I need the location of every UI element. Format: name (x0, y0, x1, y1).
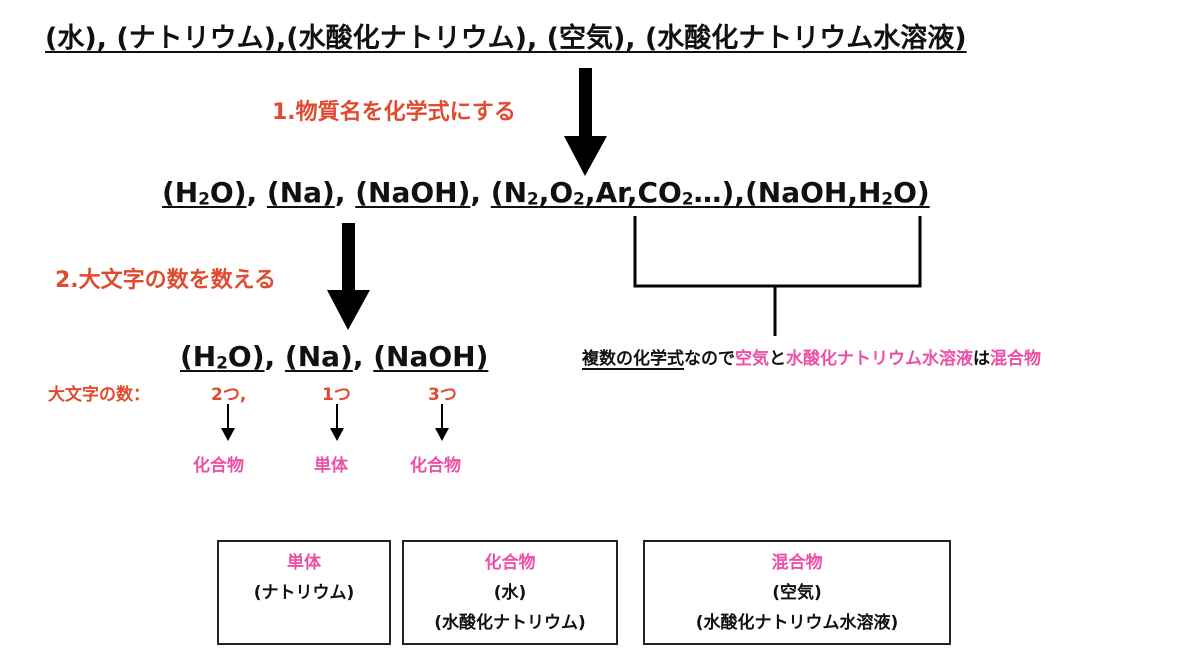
step1-arrow (564, 68, 607, 176)
small-arrow-2 (330, 404, 344, 441)
box-item: (水酸化ナトリウム) (434, 613, 586, 633)
step1-label: 1.物質名を化学式にする (272, 100, 516, 125)
box-title: 単体 (287, 553, 321, 573)
box-item: (ナトリウム) (253, 583, 355, 603)
small-arrow-1 (221, 404, 235, 441)
result-naoh: 化合物 (410, 456, 461, 476)
mixture-bracket (633, 216, 922, 336)
substance-list: (水), (ナトリウム),(水酸化ナトリウム), (空気), (水酸化ナトリウム… (45, 23, 967, 54)
formula-air: (N2,O2,Ar,CO2…), (490, 176, 745, 209)
separator: , (352, 340, 364, 373)
count-naoh: 3つ (428, 385, 457, 405)
separator: , (334, 176, 356, 209)
box-mixture: 混合物 (空気) (水酸化ナトリウム水溶液) (643, 540, 951, 645)
count-formula-sodium: (Na) (284, 340, 353, 373)
formula-row: (H2O), (Na), (NaOH), (N2,O2,Ar,CO2…),(Na… (162, 176, 930, 209)
box-title: 混合物 (771, 553, 823, 573)
count-formula-naoh: (NaOH) (373, 340, 489, 373)
box-element: 単体 (ナトリウム) (217, 540, 391, 645)
separator: , (470, 176, 491, 209)
formula-naoh-solution: (NaOH,H2O) (744, 176, 930, 209)
result-sodium: 単体 (314, 456, 348, 476)
mixture-note: 複数の化学式なので空気と水酸化ナトリウム水溶液は混合物 (582, 349, 1041, 369)
count-water: 2つ, (211, 385, 247, 405)
count-formula-row: (H2O), (Na), (NaOH) (180, 340, 488, 373)
formula-water: (H2O) (162, 176, 247, 209)
formula-sodium: (Na) (266, 176, 335, 209)
box-item: (水酸化ナトリウム水溶液) (695, 613, 899, 633)
separator: , (246, 176, 267, 209)
result-water: 化合物 (193, 456, 244, 476)
box-compound: 化合物 (水) (水酸化ナトリウム) (402, 540, 618, 645)
small-arrow-3 (435, 404, 449, 441)
step2-label: 2.大文字の数を数える (55, 268, 277, 293)
uppercase-count-label: 大文字の数： (48, 385, 150, 405)
box-item: (空気) (772, 583, 822, 603)
box-title: 化合物 (484, 553, 536, 573)
count-sodium: 1つ (322, 385, 351, 405)
box-item: (水) (493, 583, 527, 603)
count-formula-water: (H2O) (180, 340, 265, 373)
formula-sodium-hydroxide: (NaOH) (355, 176, 471, 209)
separator: , (264, 340, 276, 373)
step2-arrow (327, 223, 370, 330)
